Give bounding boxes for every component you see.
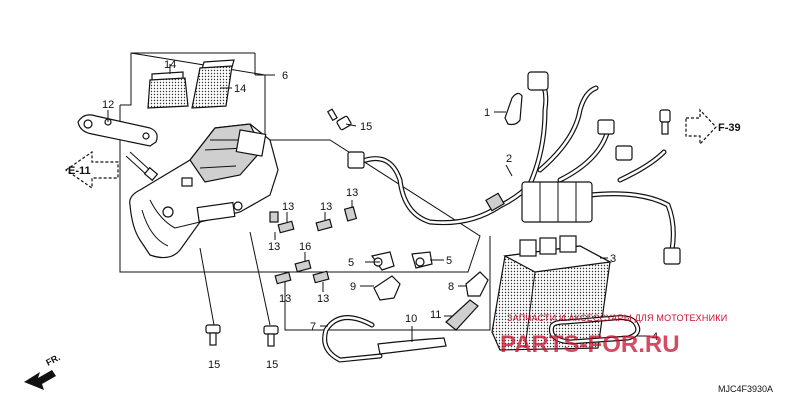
- callout-13-a: 13: [282, 201, 294, 213]
- bolt-part-15-b: [205, 324, 221, 346]
- pad-part-14-a: [147, 71, 189, 109]
- lower-outline: [260, 236, 491, 331]
- connector-mid-2: [615, 145, 633, 161]
- connector-cluster: [521, 181, 593, 223]
- bracket-part-1: [504, 92, 523, 126]
- callout-15-c: 15: [266, 359, 278, 371]
- pad-group-box: [120, 52, 266, 106]
- callout-8: 8: [448, 281, 454, 293]
- clip-part-13-e: [274, 271, 292, 285]
- bolt-part-15-a: [326, 108, 352, 131]
- callout-13-b: 13: [320, 201, 332, 213]
- gasket-part-4: [548, 315, 641, 345]
- ecu-part-3: [491, 235, 612, 351]
- callout-14-a: 14: [164, 59, 176, 71]
- callout-16: 16: [299, 241, 311, 253]
- ref-arrow-f39: [685, 108, 717, 146]
- callout-labels: 1 2 3 4 5 5 6 7 8 9 10 11 12 13 13 13 13…: [102, 59, 658, 371]
- callout-11: 11: [430, 309, 441, 321]
- callout-7: 7: [310, 321, 316, 333]
- connector-top: [527, 71, 549, 91]
- band-part-10: [377, 337, 447, 355]
- callout-9: 9: [350, 281, 356, 293]
- holder-part-11: [445, 299, 479, 331]
- clamp-part-5-a: [370, 251, 395, 271]
- watermark-tagline: ЗАПЧАСТИ И АКСЕССУАРЫ ДЛЯ МОТОТЕХНИКИ: [507, 313, 727, 323]
- callout-12: 12: [102, 99, 114, 111]
- callout-2: 2: [506, 153, 512, 165]
- clip-part-13-c: [343, 206, 358, 222]
- watermark-logo: PARTS-FOR.RU: [500, 331, 680, 358]
- clip-part-13-a: [277, 220, 295, 234]
- bolt-part-15-c: [263, 325, 279, 347]
- clip-part-13-d: [269, 211, 279, 223]
- callout-4: 4: [652, 331, 658, 343]
- part-code: MJC4F3930A: [718, 384, 773, 394]
- callout-5-b: 5: [446, 255, 452, 267]
- callout-13-f: 13: [317, 293, 329, 305]
- leader-bolt-15-c: [249, 231, 271, 326]
- connector-right-low: [663, 247, 681, 265]
- pad-part-14-b: [191, 59, 235, 109]
- leader-lines: [107, 64, 650, 342]
- bolt-near-stay: [125, 151, 159, 182]
- callout-14-b: 14: [234, 83, 246, 95]
- ref-label-f39: F-39: [718, 122, 741, 134]
- front-direction-arrow: [24, 370, 56, 390]
- wire-harness-part-2: [347, 71, 681, 265]
- callout-15-a: 15: [360, 121, 372, 133]
- tube-part-7: [322, 315, 383, 363]
- callout-13-d: 13: [268, 241, 280, 253]
- clamp-part-5-b: [411, 251, 433, 269]
- callout-15-b: 15: [208, 359, 220, 371]
- callout-3: 3: [610, 253, 616, 265]
- callout-13-c: 13: [346, 187, 358, 199]
- front-label: FR.: [44, 352, 61, 368]
- holder-part-9: [373, 275, 401, 301]
- ground-bolt: [659, 109, 671, 135]
- connector-left: [347, 151, 365, 169]
- callout-1: 1: [484, 107, 490, 119]
- clip-part-13-f: [312, 270, 330, 284]
- connector-mid: [597, 119, 615, 135]
- leader-bolt-15-b: [199, 247, 215, 326]
- main-bracket-assembly: [129, 123, 279, 259]
- ref-label-e11: E-11: [68, 165, 91, 177]
- callout-5-a: 5: [348, 257, 354, 269]
- ref-arrow-e11: [64, 150, 119, 190]
- clip-part-16: [294, 259, 312, 273]
- callout-13-e: 13: [279, 293, 291, 305]
- grommet: [485, 192, 505, 212]
- clip-part-13-b: [315, 218, 333, 232]
- callout-10: 10: [405, 313, 417, 325]
- holder-part-8: [465, 271, 489, 297]
- stay-part-12: [77, 112, 158, 147]
- callout-6: 6: [282, 70, 288, 82]
